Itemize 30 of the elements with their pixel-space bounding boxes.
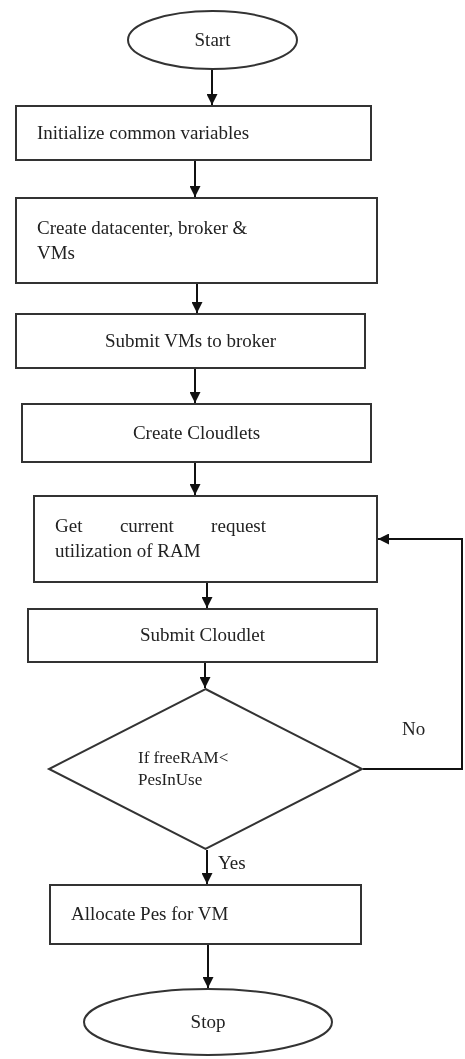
decision-diamond: [48, 688, 363, 850]
process-box: [27, 608, 378, 663]
process-box: [33, 495, 378, 583]
arrow: [189, 368, 201, 404]
node-label: Submit VMs to broker: [104, 328, 277, 353]
process-box: [15, 197, 378, 284]
arrow: [362, 533, 463, 770]
arrow: [189, 462, 201, 496]
process-box: [15, 313, 366, 369]
node-label: Submit Cloudlet: [139, 623, 266, 648]
arrow: [189, 160, 201, 198]
node-label: Create Cloudlets: [132, 420, 261, 445]
process-box: [15, 105, 372, 161]
process-box: [21, 403, 372, 463]
arrow: [191, 283, 203, 314]
arrow: [201, 849, 213, 885]
node-label: If freeRAM< PesInUse: [138, 746, 230, 791]
node-label: Create datacenter, broker & VMs: [37, 215, 249, 265]
arrow: [206, 69, 218, 106]
arrow: [202, 944, 214, 989]
node-label: Get current request utilization of RAM: [55, 514, 266, 563]
node-label: Stop: [190, 1009, 226, 1034]
terminal-ellipse: [83, 988, 333, 1056]
process-box: [49, 884, 362, 945]
arrow: [199, 662, 211, 689]
terminal-ellipse: [127, 10, 298, 70]
node-label: Allocate Pes for VM: [71, 902, 229, 927]
arrow: [201, 582, 213, 609]
node-label: Start: [194, 27, 231, 52]
node-label: Initialize common variables: [37, 120, 250, 145]
